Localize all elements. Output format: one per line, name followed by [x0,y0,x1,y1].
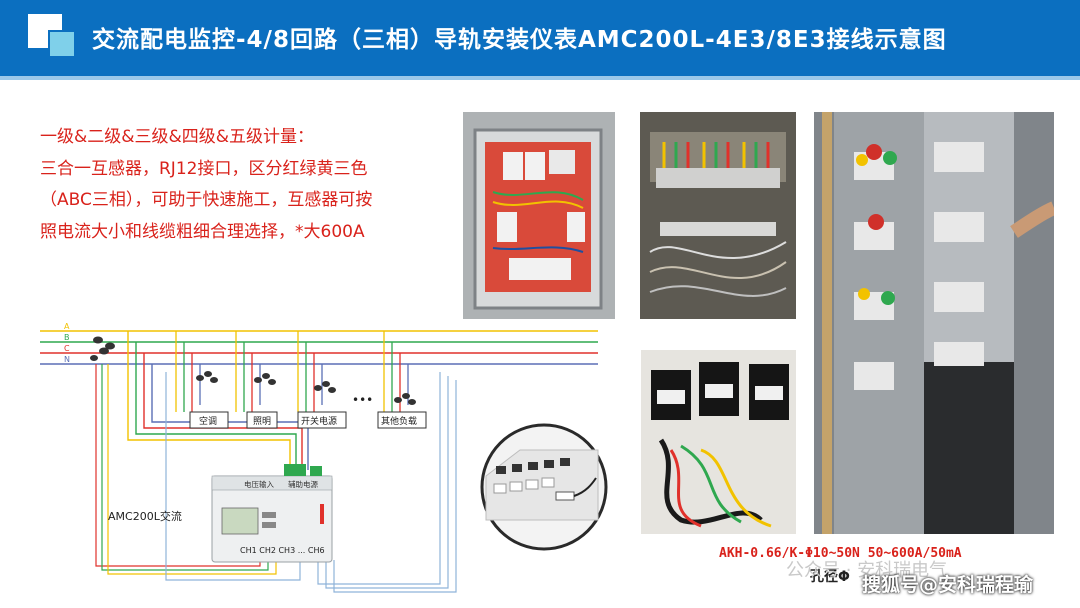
description-text: 一级&二级&三级&四级&五级计量： 三合一互感器，RJ12接口，区分红绿黄三色 … [40,122,460,248]
ct-signal-wires [95,364,457,593]
phase-c-label: C [64,344,70,353]
load-label-lighting: 照明 [253,416,271,427]
description-line-1: 一级&二级&三级&四级&五级计量： [40,127,315,147]
meter-channel-label: CH1 CH2 CH3 ... CH6 [240,546,325,555]
branch-ct-icons [196,371,416,405]
rj12-interface-zoom [480,423,608,551]
meter-model-label: AMC200L交流 [108,509,182,523]
photo-caption: AKH-0.66/K-Φ10~50N 50~600A/50mA [719,546,962,561]
phase-a-label: A [64,322,70,331]
distribution-box-photo [463,112,615,319]
phase-n-label: N [64,355,70,364]
logo-square-accent-icon [48,30,76,58]
header-divider [0,76,1080,80]
description-line-3: （ABC三相），可助于快速施工，互感器可按 [40,190,373,210]
watermark-text: 搜狐号@安科瑞程瑜 [862,574,1034,596]
load-ellipsis: ••• [352,393,373,407]
panel-installation-photo [814,112,1054,534]
description-line-2: 三合一互感器，RJ12接口，区分红绿黄三色 [40,158,368,179]
meter-voltage-wires [127,331,309,470]
header-bar: 交流配电监控-4/8回路（三相）导轨安装仪表AMC200L-4E3/8E3接线示… [0,0,1080,80]
photo-caption-bore: 孔径Φ [810,569,850,585]
current-transformer-photo [641,350,796,534]
branch-circuits [175,331,409,412]
load-label-other: 其他负载 [381,415,417,427]
page-title: 交流配电监控-4/8回路（三相）导轨安装仪表AMC200L-4E3/8E3接线示… [92,27,947,53]
meter-voltage-input-label: 电压输入 [244,479,274,489]
load-boxes [189,411,427,429]
description-line-4: 照电流大小和线缆粗细合理选择，*大600A [40,221,365,242]
phase-b-label: B [64,333,70,342]
main-ct-icon [90,336,115,361]
watermark-source: 公众号 · 安科瑞电气 [786,560,948,581]
amc200l-meter [211,464,333,563]
phase-bus-lines [40,330,598,365]
load-label-ac: 空调 [199,415,217,427]
cabinet-wiring-photo [640,112,796,319]
load-label-power-supply: 开关电源 [301,415,337,427]
meter-aux-power-label: 辅助电源 [288,479,318,489]
